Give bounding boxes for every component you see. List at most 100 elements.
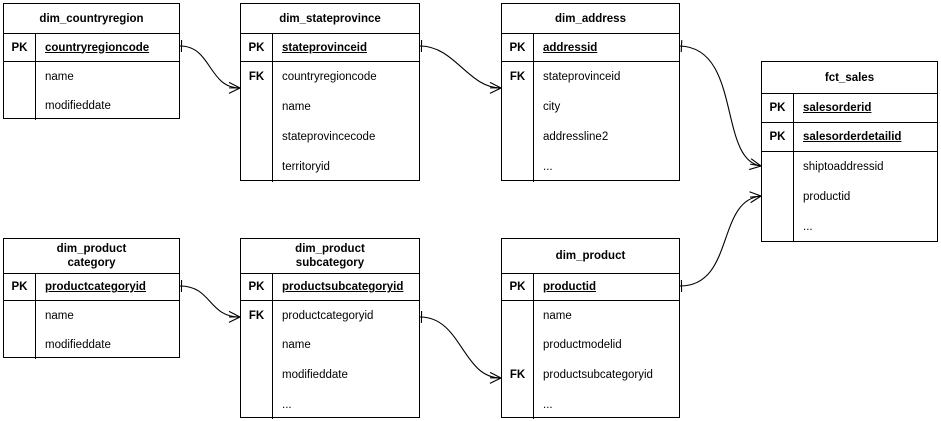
entity-title-line: dim_stateprovince [279,12,381,25]
entity-title-dim_productcategory: dim_product category [4,239,179,274]
entity-title-dim_address: dim_address [502,4,679,34]
key-column [4,301,36,359]
cardinality-many-marker [749,191,762,197]
key-label [241,92,272,122]
key-label [241,390,272,419]
key-label: FK [509,369,526,381]
key-label: PK [241,274,273,300]
attribute-name: modifieddate [45,99,111,112]
attribute-name: stateprovincecode [282,131,376,143]
attribute-column: name modifieddate [36,62,179,120]
key-label [4,91,35,120]
attribute-name: salesorderid [803,102,872,114]
cardinality-many-marker [750,158,762,167]
attribute-name: ... [803,221,813,233]
relationship-line [179,45,241,89]
entity-title-dim_countryregion: dim_countryregion [4,4,179,34]
attribute-name: name [45,70,74,83]
attribute-name: name [543,309,572,322]
key-label [762,182,793,212]
attribute-row[interactable]: PK productsubcategoryid [241,274,419,301]
entity-title-line: dim_countryregion [39,12,144,25]
cardinality-many-marker [750,163,762,167]
relationship-address-to-sales [679,40,762,171]
cardinality-many-marker [489,87,502,94]
key-label [502,122,533,152]
entity-title-line: dim_address [555,12,626,25]
attribute-name: city [543,101,561,113]
attribute-name: name [45,309,74,322]
cardinality-many-marker [489,371,502,379]
attribute-name: productcategoryid [282,309,374,322]
attribute-name: stateprovinceid [282,41,367,54]
relationship-line [179,285,241,318]
key-label: FK [248,71,265,83]
key-label [502,330,533,360]
key-label [502,152,533,182]
entity-title-line: fct_sales [824,71,875,84]
key-label [502,390,533,419]
key-label [4,301,35,330]
attribute-name: productcategoryid [45,281,146,293]
entity-title-dim_stateprovince: dim_stateprovince [241,4,419,34]
key-label [241,360,272,390]
cardinality-many-marker [228,316,241,323]
entity-title-line: dim_product [56,243,127,255]
entity-title-line: dim_product [555,250,626,262]
cardinality-one-marker [680,40,683,53]
key-label [502,92,533,122]
attribute-name: shiptoaddressid [803,161,884,173]
attribute-name: name [282,339,311,351]
cardinality-many-marker [750,195,762,198]
attribute-name: ... [543,398,553,411]
attribute-name: productid [543,281,597,293]
attribute-name: stateprovinceid [543,71,621,83]
attribute-row[interactable]: PK salesorderid [762,94,937,123]
key-label: PK [762,94,794,122]
key-column: FK [502,62,534,182]
key-label [241,122,272,152]
relationship-stateprovince-to-address [419,40,502,94]
attribute-name: ... [543,161,553,173]
cardinality-many-marker [228,87,241,94]
attribute-name: productsubcategoryid [282,281,404,293]
relationship-line [419,45,502,89]
key-label: PK [241,34,273,61]
relationship-line [419,316,502,379]
attribute-group: name modifieddate [4,62,179,120]
key-label [4,330,35,359]
entity-title-line: subcategory [295,257,365,269]
entity-title-line: category [67,257,116,269]
cardinality-many-marker [749,165,762,171]
cardinality-many-marker [228,81,241,89]
key-column [762,152,794,242]
cardinality-many-marker [750,195,762,204]
key-column: FK [241,301,273,419]
attribute-name: modifieddate [45,338,111,351]
attribute-row[interactable]: PK stateprovinceid [241,34,419,62]
attribute-name: salesorderdetailid [803,131,902,143]
key-label: FK [509,71,526,83]
relationship-countryregion-to-stateprovince [179,40,241,94]
